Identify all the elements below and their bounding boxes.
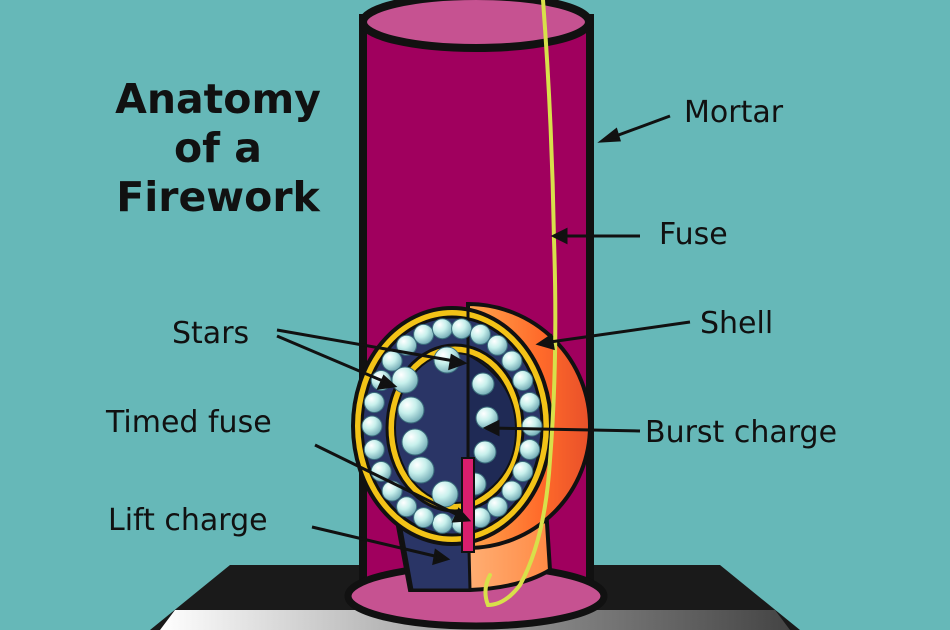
- label-lift-charge: Lift charge: [108, 503, 268, 538]
- star-pellet: [363, 392, 385, 413]
- star-pellet: [431, 480, 459, 508]
- label-timed-fuse: Timed fuse: [105, 405, 272, 440]
- star-pellet: [431, 512, 453, 534]
- star-pellet: [501, 350, 523, 372]
- star-pellet: [469, 323, 491, 345]
- label-fuse: Fuse: [659, 217, 728, 252]
- star-pellet: [431, 318, 453, 340]
- star-pellet: [473, 440, 497, 464]
- star-pellet: [413, 507, 435, 529]
- label-stars: Stars: [172, 316, 249, 351]
- star-pellet: [397, 396, 425, 424]
- stars-arrow-2: [276, 334, 391, 386]
- title-line-1: Anatomy: [115, 75, 321, 123]
- star-pellet: [451, 318, 473, 340]
- timed-fuse-arrow: [314, 443, 465, 520]
- star-pellet: [363, 439, 385, 460]
- stars-arrow-1: [276, 328, 461, 364]
- title-line-2: of a: [174, 124, 262, 172]
- label-shell: Shell: [700, 306, 773, 341]
- diagram-title: Anatomy of a Firework: [115, 75, 321, 221]
- timed-fuse: [461, 457, 475, 553]
- star-pellet: [512, 370, 534, 391]
- shell-arrow: [542, 320, 691, 345]
- star-pellet: [486, 334, 508, 356]
- star-pellet: [396, 496, 418, 518]
- burst-charge-arrow: [489, 426, 641, 433]
- star-pellet: [401, 428, 429, 456]
- star-pellet: [501, 480, 523, 502]
- star-pellet: [519, 439, 541, 460]
- star-pellet: [521, 415, 543, 437]
- star-pellet: [512, 461, 534, 482]
- star-pellet: [471, 372, 495, 396]
- star-pellet: [407, 456, 435, 484]
- title-line-3: Firework: [116, 173, 321, 221]
- star-pellet: [519, 392, 541, 413]
- lift-charge-arrow: [311, 525, 444, 560]
- label-mortar: Mortar: [684, 95, 784, 130]
- star-pellet: [361, 415, 383, 437]
- star-pellet: [391, 366, 419, 394]
- main-fuse: [483, 0, 558, 608]
- arrows: [276, 114, 691, 566]
- label-burst-charge: Burst charge: [645, 415, 837, 450]
- star-pellet: [486, 496, 508, 518]
- firework-shell: [351, 301, 592, 592]
- star-pellet: [413, 323, 435, 345]
